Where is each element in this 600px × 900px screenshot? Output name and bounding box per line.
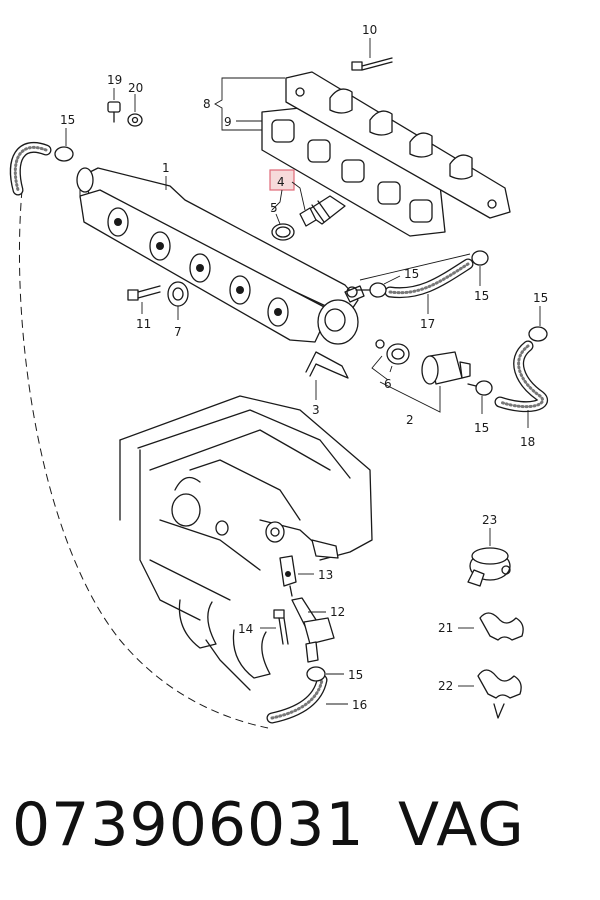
seal-7 [167, 281, 189, 320]
callout-18: 18 [520, 435, 535, 449]
callout-15-hose17-left: 15 [404, 267, 419, 281]
clamp-15-top-left [54, 128, 74, 162]
callout-7: 7 [174, 325, 182, 339]
clip-22 [458, 669, 522, 719]
hose-17 [384, 258, 474, 314]
callout-12: 12 [330, 605, 345, 619]
callout-11: 11 [136, 317, 151, 331]
washer-20 [127, 94, 143, 127]
callout-15-hose18-left: 15 [474, 421, 489, 435]
bolt-11 [127, 285, 161, 314]
callout-4: 4 [277, 175, 285, 189]
callout-20: 20 [128, 81, 143, 95]
intake-manifold-lower [119, 395, 373, 691]
callout-5: 5 [270, 201, 278, 215]
o-ring-5 [271, 213, 295, 241]
callout-8: 8 [203, 97, 211, 111]
hose-18 [494, 340, 548, 428]
hose-16 [266, 674, 348, 724]
callout-14: 14 [238, 622, 253, 636]
callout-13: 13 [318, 568, 333, 582]
sensor-13 [279, 555, 314, 597]
seal-6 [371, 339, 410, 381]
clip-3 [305, 351, 349, 400]
clamp-15-hose18-top [528, 306, 548, 342]
part-number: 073906031 [12, 790, 365, 860]
callout-17: 17 [420, 317, 435, 331]
bolt-10 [351, 38, 393, 71]
callout-21: 21 [438, 621, 453, 635]
clamp-15-hose17-right [471, 250, 489, 286]
callout-3: 3 [312, 403, 320, 417]
callout-10: 10 [362, 23, 377, 37]
injector-4 [271, 181, 346, 227]
clamp-15-hose16 [306, 666, 344, 682]
callout-15-hose16: 15 [348, 668, 363, 682]
callout-23: 23 [482, 513, 497, 527]
bolt-14 [260, 609, 289, 645]
fuel-rail-1 [76, 167, 365, 345]
intake-plate-8 [285, 71, 511, 219]
screw-19 [107, 88, 121, 123]
pressure-regulator-2 [379, 351, 471, 413]
callout-6: 6 [384, 377, 392, 391]
clamp-15-hose18-left [467, 380, 493, 414]
injector-12 [291, 597, 335, 663]
callout-15-top-left: 15 [60, 113, 75, 127]
callout-1: 1 [162, 161, 170, 175]
callout-16: 16 [352, 698, 367, 712]
callout-15-hose17-right: 15 [474, 289, 489, 303]
brand-name: VAG [398, 790, 525, 860]
callout-15-hose18-top: 15 [533, 291, 548, 305]
hose-top-left [9, 141, 52, 196]
callout-9: 9 [224, 115, 232, 129]
callout-22: 22 [438, 679, 453, 693]
callout-2: 2 [406, 413, 414, 427]
clip-21 [458, 612, 524, 641]
parts-diagram: 1 2 3 4 5 6 7 8 9 10 11 12 13 14 15 15 1… [9, 23, 548, 729]
check-valve-23 [467, 528, 511, 587]
callout-19: 19 [107, 73, 122, 87]
callout-labels: 1 2 3 4 5 6 7 8 9 10 11 12 13 14 15 15 1… [60, 23, 548, 712]
